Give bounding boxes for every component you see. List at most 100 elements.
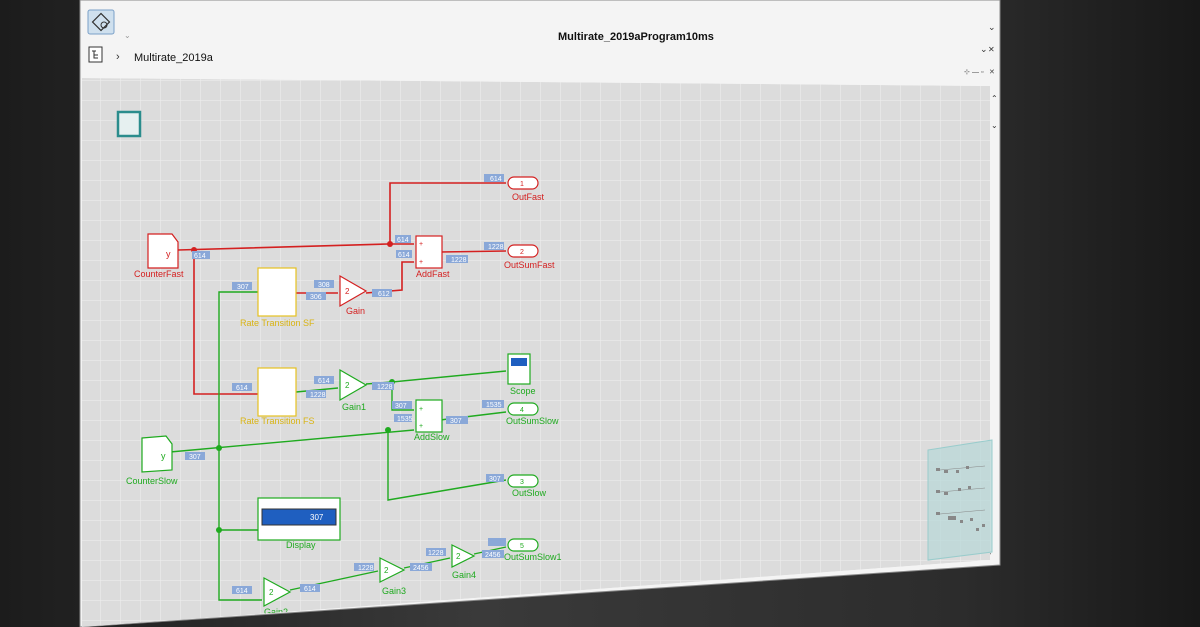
dropdown-icon[interactable]: ⌄	[124, 31, 131, 40]
scroll-up-icon[interactable]: ⌃	[991, 94, 998, 103]
svg-text:307: 307	[189, 454, 201, 461]
out-sum-slow-port[interactable]: 4 OutSumSlow	[506, 402, 559, 426]
svg-text:308: 308	[318, 282, 330, 289]
rate-transition-fs-label: Rate Transition FS	[240, 416, 315, 426]
gain4-block[interactable]: 2 Gain4	[451, 544, 476, 580]
close-icon[interactable]: ✕	[988, 45, 995, 54]
add-slow-block[interactable]: + + AddSlow	[414, 399, 450, 442]
value-tag: 307	[446, 416, 468, 425]
svg-text:614: 614	[236, 588, 248, 595]
scroll-down-icon[interactable]: ⌄	[991, 121, 998, 130]
svg-text:2456: 2456	[485, 552, 501, 559]
svg-text:2: 2	[345, 287, 350, 296]
maximize-icon[interactable]: ▫	[981, 69, 983, 76]
pin-icon[interactable]: ⊹	[964, 69, 970, 76]
value-tag: 614	[232, 586, 252, 595]
svg-text:+: +	[419, 406, 423, 413]
value-tag: 1228	[306, 390, 326, 399]
out-sum-slow-label: OutSumSlow	[506, 416, 559, 426]
empty-block[interactable]	[116, 110, 142, 138]
display-value: 307	[310, 513, 324, 522]
diagram-canvas[interactable]: 614 614 614 1228 1228 307 308 306 612 61…	[82, 78, 990, 627]
gain2-label: Gain2	[264, 607, 288, 617]
svg-text:2: 2	[345, 381, 350, 390]
value-tag: 1228	[372, 382, 394, 391]
rate-transition-sf-label: Rate Transition SF	[240, 318, 315, 328]
scope-block[interactable]: Scope	[507, 353, 536, 396]
svg-text:1228: 1228	[488, 244, 504, 251]
out-slow-label: OutSlow	[512, 488, 547, 498]
value-tag: 307	[392, 401, 412, 410]
value-tag: 614	[192, 251, 210, 260]
svg-text:1535: 1535	[397, 416, 413, 423]
svg-text:614: 614	[318, 378, 330, 385]
branch-point	[387, 241, 393, 247]
gain3-block[interactable]: 2 Gain3	[379, 557, 406, 596]
tool-button[interactable]	[87, 9, 115, 35]
display-block[interactable]: 307 Display	[257, 497, 341, 550]
value-tag: 307	[185, 452, 205, 461]
counter-fast-block[interactable]: y CounterFast	[134, 233, 184, 279]
minimize-icon[interactable]: —	[972, 69, 979, 76]
svg-text:1228: 1228	[451, 257, 467, 264]
value-tag: 614	[314, 376, 334, 385]
svg-text:614: 614	[194, 253, 206, 260]
value-tag: 614	[395, 235, 411, 244]
add-slow-label: AddSlow	[414, 432, 450, 442]
value-tag: 1535	[482, 400, 504, 409]
out-sum-fast-port[interactable]: 2 OutSumFast	[504, 244, 555, 270]
svg-text:1535: 1535	[486, 402, 502, 409]
value-tag: 612	[372, 289, 392, 298]
value-tag: 1228	[354, 563, 374, 572]
breadcrumb: › Multirate_2019a ⊹ — ▫ ✕	[88, 46, 995, 76]
svg-text:2456: 2456	[413, 565, 429, 572]
branch-point	[216, 527, 222, 533]
svg-text:614: 614	[397, 237, 409, 244]
gain2-block[interactable]: 2 Gain2	[263, 576, 292, 617]
svg-text:306: 306	[310, 294, 322, 301]
value-tag: 614	[300, 584, 320, 593]
value-tag	[488, 538, 506, 546]
counter-slow-block[interactable]: y CounterSlow	[126, 435, 178, 486]
gain1-block[interactable]: 2 Gain1	[339, 368, 368, 412]
svg-text:3: 3	[520, 479, 524, 486]
out-slow-port[interactable]: 3 OutSlow	[507, 474, 547, 498]
overview-minimap[interactable]	[927, 439, 993, 561]
out-sum-slow1-port[interactable]: 5 OutSumSlow1	[504, 538, 562, 562]
rate-transition-sf-block[interactable]: Rate Transition SF	[240, 267, 315, 328]
value-tag: 1228	[484, 242, 504, 251]
svg-text:y: y	[166, 249, 171, 259]
out-fast-port[interactable]: 1 OutFast	[507, 176, 545, 202]
close-pane-icon[interactable]: ✕	[989, 69, 995, 76]
edit-icon	[91, 12, 111, 32]
out-fast-label: OutFast	[512, 192, 545, 202]
window-chevron-icon[interactable]: ⌄	[988, 22, 996, 32]
rate-transition-fs-block[interactable]: Rate Transition FS	[240, 367, 315, 426]
svg-text:2: 2	[456, 552, 461, 561]
display-label: Display	[286, 540, 316, 550]
value-tag: 2456	[482, 550, 504, 559]
value-tag: 1228	[426, 548, 446, 557]
svg-text:307: 307	[237, 284, 249, 291]
svg-text:+: +	[419, 259, 423, 266]
value-tag: 307	[232, 282, 252, 291]
value-tag: 614	[484, 174, 504, 183]
counter-fast-label: CounterFast	[134, 269, 184, 279]
gain-block[interactable]: 2 Gain	[339, 274, 368, 316]
svg-text:1228: 1228	[428, 550, 444, 557]
gain-label: Gain	[346, 306, 365, 316]
out-sum-fast-label: OutSumFast	[504, 260, 555, 270]
value-tag: 614	[232, 383, 252, 392]
breadcrumb-separator-icon: ›	[116, 51, 120, 63]
collapse-icon[interactable]: ⌄	[980, 44, 988, 54]
svg-text:+: +	[419, 241, 423, 248]
svg-text:612: 612	[378, 291, 390, 298]
window-title: Multirate_2019aProgram10ms	[558, 31, 714, 43]
add-fast-block[interactable]: + + AddFast	[415, 235, 450, 279]
svg-text:2: 2	[269, 588, 274, 597]
svg-text:4: 4	[520, 407, 524, 414]
svg-text:2: 2	[520, 249, 524, 256]
breadcrumb-model[interactable]: Multirate_2019a	[134, 52, 214, 64]
svg-text:1228: 1228	[310, 392, 326, 399]
svg-text:2: 2	[384, 566, 389, 575]
